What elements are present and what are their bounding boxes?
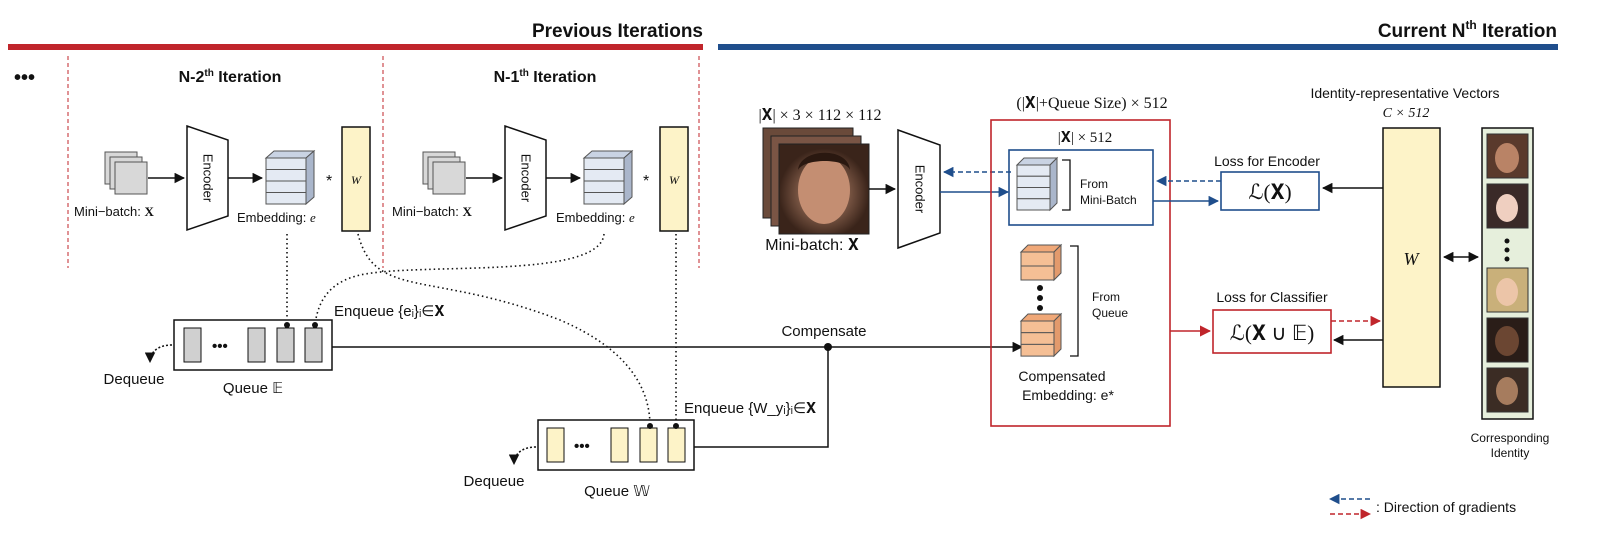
- iteration-n-2-title: N-2th Iteration: [179, 68, 282, 86]
- current-encoder: [897, 128, 941, 250]
- minibatch-label: Mini−batch: X: [392, 204, 472, 219]
- encoder-label: Encoder: [519, 154, 534, 203]
- queue-w-slot: [667, 427, 686, 463]
- enqueue-e-label: Enqueue {eᵢ}ᵢ∈𝐗: [334, 303, 445, 320]
- queue-w-ellipsis: •••: [574, 438, 590, 455]
- from-queue-label-2: Queue: [1092, 306, 1128, 320]
- compensate-w-line: [694, 347, 829, 448]
- loss-encoder-box: [1220, 171, 1320, 211]
- legend: : Direction of gradients: [1328, 493, 1516, 520]
- multiply-sign: *: [326, 173, 332, 190]
- enqueue-point: [647, 423, 653, 429]
- irv-label: Identity-representative Vectors: [1310, 85, 1499, 101]
- minibatch-label: Mini−batch: X: [74, 204, 154, 219]
- minibatch-stack-icon: [422, 151, 466, 195]
- current-encoder-label: Encoder: [913, 165, 928, 214]
- encoder-trapezoid: [504, 124, 547, 232]
- multiply-sign: *: [643, 173, 649, 190]
- loss-classifier-box: [1212, 309, 1332, 354]
- queue-e-slot: [276, 327, 295, 363]
- current-embedding-stack-icon: [1015, 156, 1059, 212]
- queue-e-slot: [304, 327, 323, 363]
- embedding-stack-icon: [264, 149, 316, 206]
- current-minibatch-label: Mini-batch: 𝐗: [765, 237, 859, 254]
- compensated-label-2: Embedding: e*: [1022, 387, 1114, 403]
- queue-w-slot: [546, 427, 565, 463]
- current-iteration-title: Current Nth Iteration: [1378, 18, 1557, 42]
- embedding-stack-icon: [582, 149, 634, 206]
- encoder-trapezoid: [186, 124, 229, 232]
- loss-encoder-caption: Loss for Encoder: [1214, 153, 1320, 169]
- queue-e: ••• Queue 𝔼 Dequeue: [104, 319, 333, 397]
- face-stack-image: [762, 127, 870, 235]
- weight-box: [341, 126, 371, 232]
- combined-embedding-box: [990, 119, 1171, 427]
- loss-classifier-caption: Loss for Classifier: [1216, 289, 1328, 305]
- embedding-label: Embedding: e: [556, 210, 635, 225]
- corresponding-label-1: Corresponding: [1471, 431, 1550, 445]
- queue-dims-label: (|𝐗|+Queue Size) × 512: [1016, 95, 1167, 112]
- queue-w: ••• Queue 𝕎 Dequeue: [464, 419, 695, 500]
- compensated-label-1: Compensated: [1018, 368, 1105, 384]
- queue-e-slot: [247, 327, 266, 363]
- face-icon: [798, 156, 850, 224]
- dequeue-label: Dequeue: [464, 473, 525, 490]
- queue-e-slot: [183, 327, 202, 363]
- weight-label: W: [351, 173, 362, 187]
- corresponding-label-2: Identity: [1491, 446, 1530, 460]
- connector-e-n1: [314, 233, 605, 326]
- weight-matrix: [1382, 127, 1441, 388]
- dequeue-arrow: [144, 344, 173, 364]
- from-minibatch-label-1: From: [1080, 177, 1108, 191]
- minibatch-stack-icon: [104, 151, 148, 195]
- dequeue-arrow: [508, 446, 537, 466]
- weight-matrix-label: W: [1404, 249, 1421, 269]
- identity-column: [1481, 127, 1534, 420]
- iteration-n-1-title: N-1th Iteration: [494, 68, 597, 86]
- bracket: [1062, 159, 1071, 211]
- queue-embedding-stack-icon: [1019, 243, 1063, 358]
- queue-e-label: Queue 𝔼: [223, 380, 283, 397]
- enqueue-point: [673, 423, 679, 429]
- iteration-n-1: N-1th Iteration Mini−batch: X Encoder * …: [392, 68, 689, 232]
- loss-classifier-formula: ℒ(𝐗 ∪ 𝔼): [1230, 321, 1314, 345]
- inner-dims-label: |𝐗| × 512: [1058, 130, 1113, 146]
- compensate-label: Compensate: [781, 323, 866, 340]
- bracket: [1070, 245, 1079, 357]
- embedding-label: Embedding: e: [237, 210, 316, 225]
- iteration-n-2: N-2th Iteration Mini−batch: X Encoder * …: [74, 68, 371, 232]
- weight-label: W: [669, 173, 680, 187]
- previous-bar: [8, 44, 703, 50]
- loss-encoder-formula: ℒ(𝐗): [1248, 180, 1291, 204]
- queue-w-slot: [639, 427, 658, 463]
- dequeue-label: Dequeue: [104, 371, 165, 388]
- ellipsis: •••: [14, 67, 35, 89]
- compensate-junction: [824, 343, 832, 351]
- dotted-connectors: [286, 233, 677, 427]
- queue-w-slot: [610, 427, 629, 463]
- from-minibatch-label-2: Mini-Batch: [1080, 193, 1137, 207]
- weight-box: [659, 126, 689, 232]
- previous-iterations-title: Previous Iterations: [532, 21, 703, 42]
- input-dims-label: |𝐗| × 3 × 112 × 112: [758, 107, 881, 124]
- queue-e-ellipsis: •••: [212, 338, 228, 355]
- connector-w-n2: [357, 233, 651, 427]
- irv-dims: C × 512: [1383, 106, 1430, 121]
- enqueue-w-label: Enqueue {W_yᵢ}ᵢ∈𝐗: [684, 400, 816, 417]
- encoder-label: Encoder: [201, 154, 216, 203]
- current-bar: [718, 44, 1558, 50]
- minibatch-embedding-box: [1008, 149, 1154, 226]
- enqueue-point: [284, 322, 290, 328]
- enqueue-point: [312, 322, 318, 328]
- legend-label: : Direction of gradients: [1376, 499, 1516, 515]
- from-queue-label-1: From: [1092, 290, 1120, 304]
- queue-w-label: Queue 𝕎: [584, 483, 650, 500]
